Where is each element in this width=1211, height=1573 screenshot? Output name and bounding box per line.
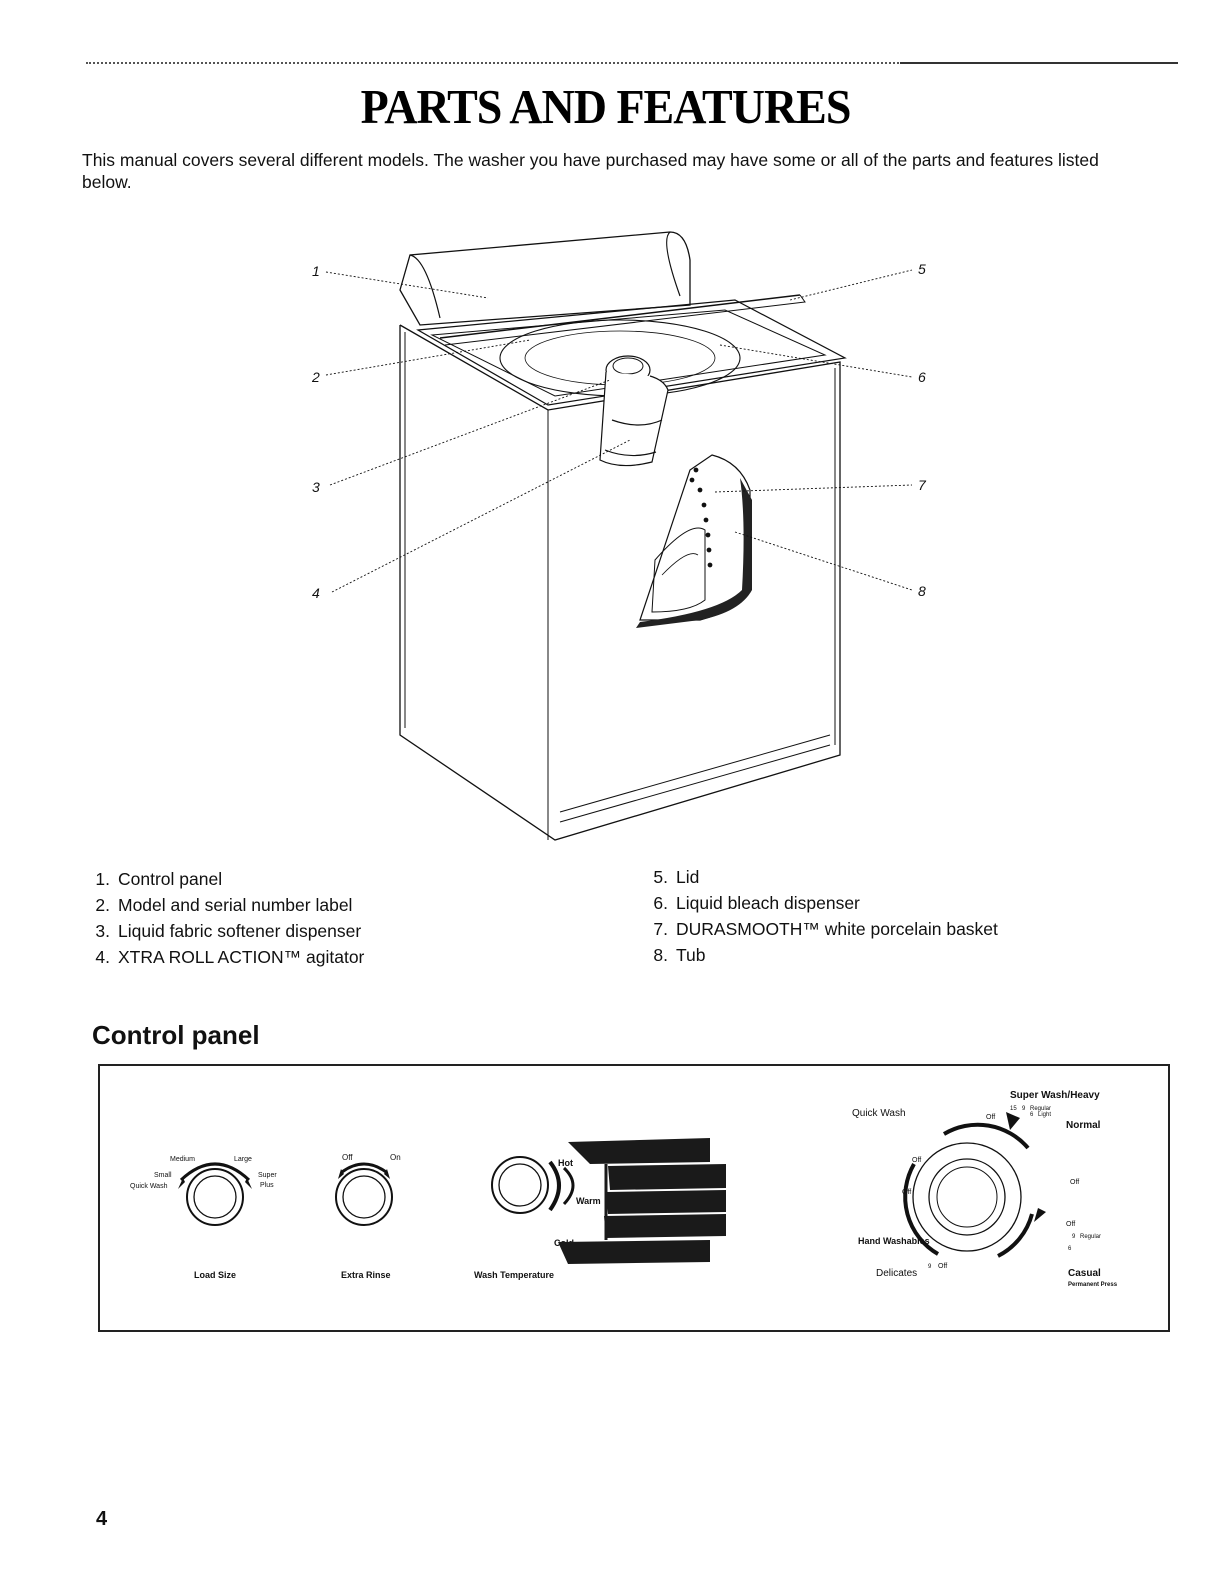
load-size-large: Large [234, 1156, 252, 1163]
dial-mark-6: 6 [1030, 1112, 1034, 1118]
top-rule-solid [900, 62, 1178, 64]
callout-3: 3 [312, 479, 320, 495]
callout-2: 2 [311, 369, 320, 385]
extra-rinse-knob[interactable] [335, 1162, 393, 1226]
dial-mark-15: 15 [1010, 1106, 1017, 1112]
cycle-super-wash-heavy: Super Wash/Heavy [1010, 1090, 1100, 1101]
temperature-chart [558, 1138, 726, 1264]
cycle-permanent-press: Permanent Press [1068, 1282, 1118, 1288]
load-size-knob[interactable] [178, 1162, 252, 1226]
load-size-quick-wash: Quick Wash [130, 1183, 168, 1190]
dial-mark-regular-b: Regular [1080, 1234, 1101, 1240]
cycle-dial[interactable] [903, 1112, 1046, 1258]
wash-temperature-label: Wash Temperature [474, 1270, 554, 1280]
page-number: 4 [96, 1508, 108, 1530]
list-item: 1.Control panel [80, 866, 364, 892]
part-label: Control panel [118, 869, 223, 889]
load-size-super: Super [258, 1172, 277, 1179]
callout-8: 8 [918, 583, 926, 599]
load-size-plus: Plus [260, 1182, 274, 1189]
load-size-small: Small [154, 1172, 172, 1179]
washer-illustration: 1 5 2 6 3 7 4 8 [311, 231, 927, 841]
temp-hot: Hot [558, 1158, 573, 1168]
page-title: PARTS AND FEATURES [360, 79, 852, 134]
extra-rinse-on: On [390, 1153, 401, 1162]
dial-mark-off-top: Off [986, 1114, 995, 1121]
control-panel-frame [98, 1064, 1170, 1332]
list-item: 8.Tub [638, 942, 998, 968]
control-panel-diagram: Medium Large Small Super Quick Wash Plus… [130, 1090, 1118, 1288]
part-label: Tub [676, 945, 706, 965]
part-label: Liquid bleach dispenser [676, 893, 860, 913]
callout-5: 5 [918, 261, 926, 277]
parts-list-right: 5.Lid 6.Liquid bleach dispenser 7.DURASM… [638, 864, 998, 968]
dial-mark-9b: 9 [1072, 1234, 1076, 1240]
list-item: 2.Model and serial number label [80, 892, 364, 918]
control-panel-heading: Control panel [92, 1020, 260, 1050]
dial-mark-6b: 6 [1068, 1246, 1072, 1252]
list-item: 4.XTRA ROLL ACTION™ agitator [80, 944, 364, 970]
cycle-hand-washables: Hand Washables [858, 1236, 930, 1246]
callout-4: 4 [312, 585, 320, 601]
part-label: XTRA ROLL ACTION™ agitator [118, 947, 365, 967]
dial-mark-9c: 9 [928, 1264, 932, 1270]
part-label: Lid [676, 867, 700, 887]
callout-6: 6 [918, 369, 926, 385]
parts-list-left: 1.Control panel 2.Model and serial numbe… [80, 866, 364, 970]
dial-mark-off-left2: Off [902, 1189, 911, 1196]
part-label: Liquid fabric softener dispenser [118, 921, 362, 941]
dial-mark-off-left: Off [912, 1157, 921, 1164]
list-item: 5.Lid [638, 864, 998, 890]
load-size-label: Load Size [194, 1270, 236, 1280]
temp-warm: Warm [576, 1196, 601, 1206]
part-label: Model and serial number label [118, 895, 353, 915]
cycle-normal: Normal [1066, 1120, 1101, 1131]
cycle-casual: Casual [1068, 1268, 1101, 1279]
wash-temperature-knob[interactable] [491, 1156, 575, 1214]
cycle-delicates: Delicates [876, 1268, 917, 1279]
part-label: DURASMOOTH™ white porcelain basket [676, 919, 998, 939]
callout-1: 1 [312, 263, 320, 279]
callout-7: 7 [918, 477, 927, 493]
dial-mark-off-right: Off [1070, 1179, 1079, 1186]
dial-mark-light: Light [1038, 1112, 1051, 1118]
top-rule [86, 62, 1178, 64]
intro-text: This manual covers several different mod… [82, 150, 1099, 192]
extra-rinse-off: Off [342, 1153, 353, 1162]
dial-mark-regular: Regular [1030, 1106, 1051, 1112]
dial-mark-9: 9 [1022, 1106, 1026, 1112]
dial-mark-off-right2: Off [1066, 1221, 1075, 1228]
list-item: 3.Liquid fabric softener dispenser [80, 918, 364, 944]
extra-rinse-label: Extra Rinse [341, 1270, 391, 1280]
list-item: 7.DURASMOOTH™ white porcelain basket [638, 916, 998, 942]
dial-mark-off-bottom: Off [938, 1263, 947, 1270]
cycle-quick-wash: Quick Wash [852, 1108, 906, 1119]
list-item: 6.Liquid bleach dispenser [638, 890, 998, 916]
load-size-medium: Medium [170, 1156, 195, 1163]
